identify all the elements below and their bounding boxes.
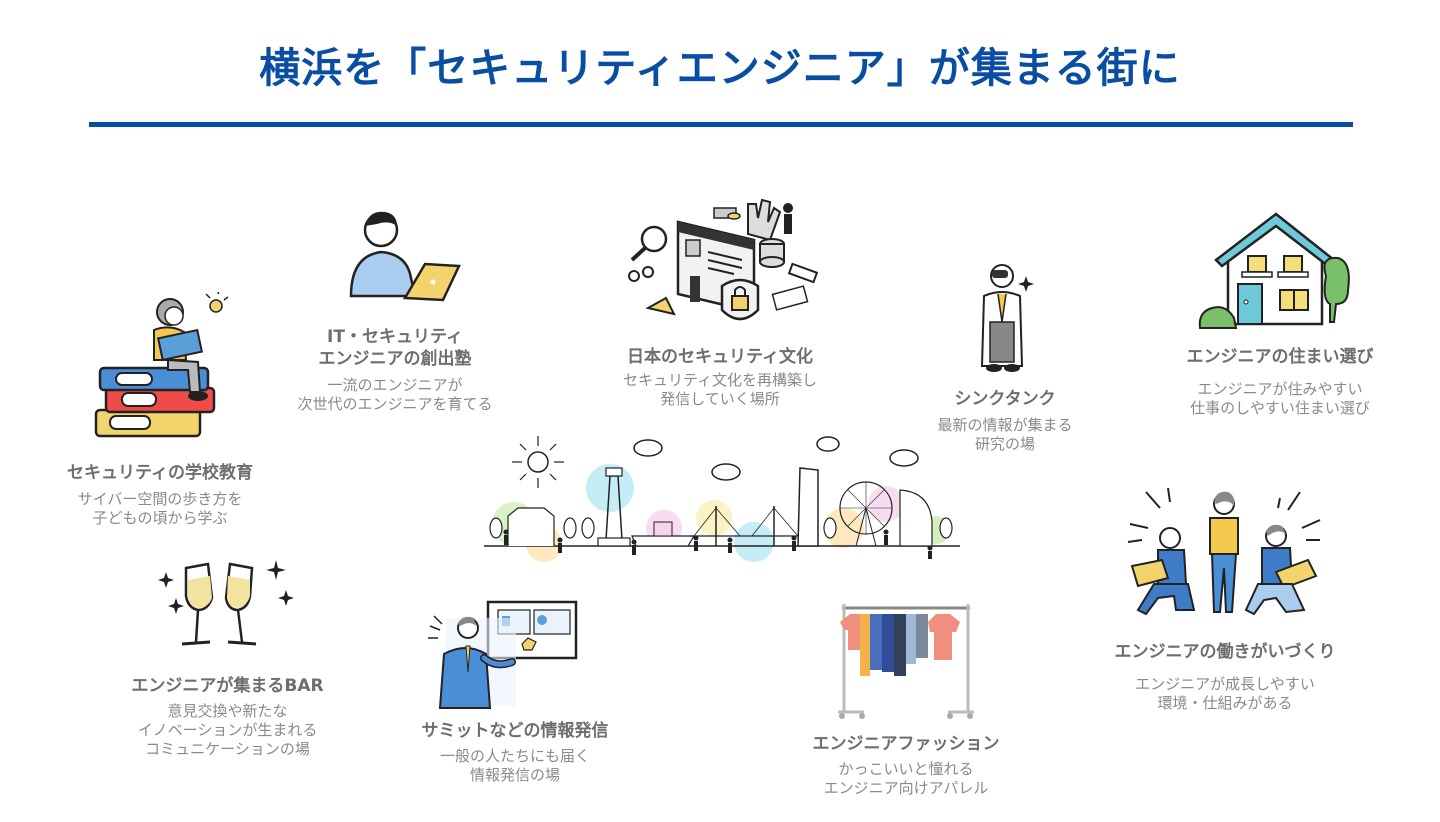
item-title: エンジニアが集まるBAR <box>131 676 324 696</box>
item-workplace: エンジニアの働きがいづくり エンジニアが成長しやすい 環境・仕組みがある <box>1090 641 1360 713</box>
item-fashion: エンジニアファッション かっこいいと憧れる エンジニア向けアパレル <box>790 733 1022 798</box>
item-security-culture: 日本のセキュリティ文化 セキュリティ文化を再構築し 発信していく場所 <box>600 346 840 409</box>
item-housing: エンジニアの住まい選び エンジニアが住みやすい 仕事のしやすい住まい選び <box>1160 346 1400 418</box>
page-title: 横浜を「セキュリティエンジニア」が集まる街に <box>259 44 1181 92</box>
item-title: エンジニアの住まい選び <box>1186 347 1374 367</box>
item-title: エンジニアの働きがいづくり <box>1114 642 1336 662</box>
item-description: サイバー空間の歩き方を 子どもの頃から学ぶ <box>77 490 243 527</box>
item-description: かっこいいと憧れる エンジニア向けアパレル <box>823 760 989 797</box>
item-title: IT・セキュリティ エンジニアの創出塾 <box>318 327 472 369</box>
item-school-education: セキュリティの学校教育 サイバー空間の歩き方を 子どもの頃から学ぶ <box>40 462 280 528</box>
item-description: 意見交換や新たな イノベーションが生まれる コミュニケーションの場 <box>137 702 318 758</box>
item-summit: サミットなどの情報発信 一般の人たちにも届く 情報発信の場 <box>400 720 630 785</box>
presenter-with-screen-icon <box>426 598 582 710</box>
item-title: エンジニアファッション <box>812 734 1000 754</box>
clothing-rack-icon <box>836 600 976 722</box>
item-academy: IT・セキュリティ エンジニアの創出塾 一流のエンジニアが 次世代のエンジニアを… <box>280 326 510 414</box>
cyber-security-isometric-icon <box>624 194 824 334</box>
champagne-toast-icon <box>156 558 296 654</box>
item-description: エンジニアが住みやすい 仕事のしやすい住まい選び <box>1190 380 1370 417</box>
team-of-engineers-icon <box>1124 488 1324 620</box>
item-description: セキュリティ文化を再構築し 発信していく場所 <box>622 371 818 408</box>
house-icon <box>1196 212 1352 330</box>
title-divider <box>89 122 1353 127</box>
yokohama-cityscape-icon <box>484 432 960 566</box>
item-title: 日本のセキュリティ文化 <box>627 347 813 367</box>
item-description: 一流のエンジニアが 次世代のエンジニアを育てる <box>297 376 493 413</box>
girl-reading-on-books-icon <box>88 292 238 442</box>
item-description: 最新の情報が集まる 研究の場 <box>937 416 1073 453</box>
item-think-tank: シンクタンク 最新の情報が集まる 研究の場 <box>920 388 1090 454</box>
item-description: 一般の人たちにも届く 情報発信の場 <box>439 747 590 784</box>
scientist-with-binoculars-icon <box>970 262 1036 374</box>
item-title: サミットなどの情報発信 <box>421 721 609 741</box>
item-title: セキュリティの学校教育 <box>67 463 253 483</box>
item-title: シンクタンク <box>954 389 1056 409</box>
engineer-with-laptop-icon <box>345 208 463 306</box>
item-description: エンジニアが成長しやすい 環境・仕組みがある <box>1135 675 1315 712</box>
item-bar: エンジニアが集まるBAR 意見交換や新たな イノベーションが生まれる コミュニケ… <box>110 675 345 759</box>
